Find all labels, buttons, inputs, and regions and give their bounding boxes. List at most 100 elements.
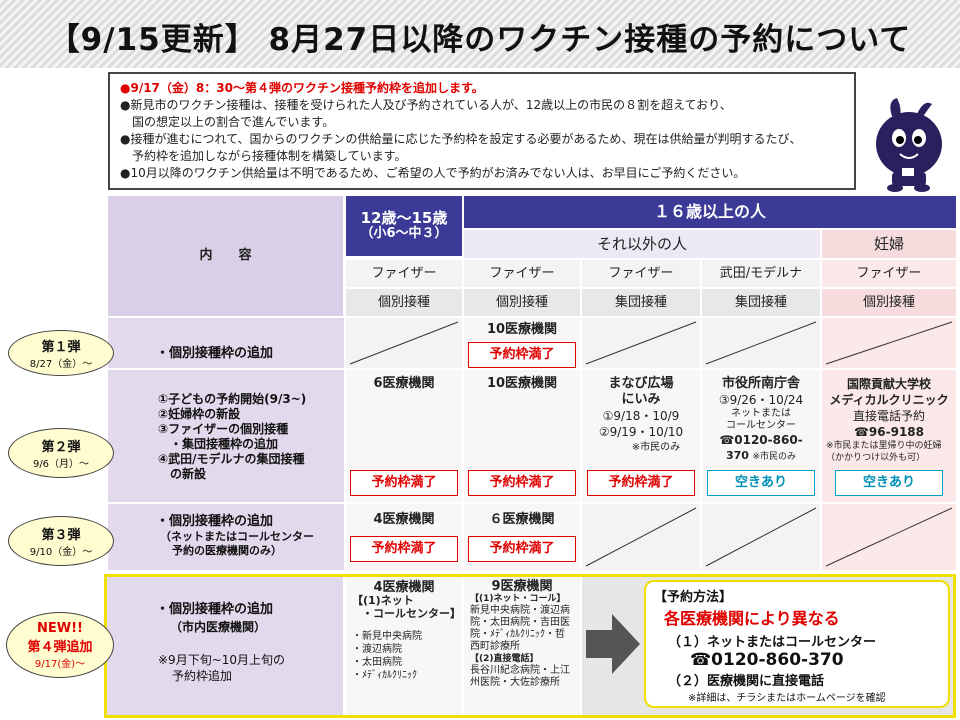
method-option-1: （１）ネットまたはコールセンター [668, 635, 877, 650]
round2-date: 9/6（月）～ [32, 459, 90, 470]
row4-content: ・個別接種枠の追加 [156, 602, 274, 617]
round4-label: 第４弾追加 [27, 639, 93, 655]
row4-c2-method: 【(2)直接電話】 [470, 654, 539, 664]
row2-c3-date: ②9/19・10/10 [598, 425, 684, 439]
row3-c5-na [822, 504, 956, 570]
row1-c1-na [346, 318, 462, 368]
age12-sub-label: （小6～中３） [360, 226, 448, 241]
row2-c2-full-badge: 予約枠満了 [468, 470, 576, 496]
method-title: 【予約方法】 [654, 590, 733, 605]
notice-box: ●9/17（金）8：30～第４弾のワクチン接種予約枠を追加します。 ●新見市のワ… [108, 72, 856, 190]
row2-c5-note: ※市民または里帰り中の妊婦（かかりつけ以外も可） [826, 441, 942, 463]
row2-c5: 国際貢献大学校 メディカルクリニック 直接電話予約 ☎96-9188 ※市民また… [822, 370, 956, 502]
notice-line: 国の想定以上の割合で進んでいます。 [132, 115, 335, 129]
row2-c5-venue: メディカルクリニック [829, 393, 949, 407]
row1-c4-na [702, 318, 820, 368]
row4-c1-method: 【(1)ネット [352, 594, 414, 607]
row2-c3-full-badge: 予約枠満了 [587, 470, 695, 496]
header-pregnant: 妊婦 [822, 230, 956, 258]
type-col5: 個別接種 [822, 289, 956, 316]
row3-c1-count: 4医療機関 [373, 512, 435, 527]
row3-content: ・個別接種枠の追加 [156, 514, 274, 529]
method-highlight: 各医療機関により異なる [664, 609, 840, 628]
row2-c4-how: コールセンター [725, 420, 796, 431]
method-note: ※詳細は、チラシまたはホームページを確認 [688, 693, 886, 704]
round3-date: 9/10（金）～ [29, 547, 93, 558]
header-others: それ以外の人 [464, 230, 820, 258]
row4-c2: 9医療機関 【(1)ネット・コール】 新見中央病院・渡辺病院・太田病院・吉田医院… [464, 577, 580, 715]
method-option-2: （２）医療機関に直接電話 [668, 674, 825, 689]
round3-badge: 第３弾 9/10（金）～ [8, 516, 114, 566]
row2-c1: 6医療機関 予約枠満了 [346, 370, 462, 502]
row2-c5-how: 直接電話予約 [852, 409, 925, 423]
row3-c2-full-badge: 予約枠満了 [468, 536, 576, 562]
type-col2: 個別接種 [464, 289, 580, 316]
row3-sub: （ネットまたはコールセンター [160, 530, 314, 543]
row1-c2-full-badge: 予約枠満了 [468, 342, 576, 368]
row2-c4-how: ネットまたは [730, 408, 791, 419]
row2-c5-avail-badge: 空きあり [835, 470, 943, 496]
vaccine-col2: ファイザー [464, 260, 580, 287]
vaccine-col5: ファイザー [822, 260, 956, 287]
row2-c1-full-badge: 予約枠満了 [350, 470, 458, 496]
row2-c3-note: ※市民のみ [631, 442, 681, 453]
row2-c4-avail-badge: 空きあり [707, 470, 815, 496]
row3-c1: 4医療機関 予約枠満了 [346, 504, 462, 570]
row4-content-bg [107, 577, 343, 715]
row3-c2: ６医療機関 予約枠満了 [464, 504, 580, 570]
vaccine-col4: 武田/モデルナ [702, 260, 820, 287]
row3-c2-count: ６医療機関 [489, 512, 555, 527]
row4-c1: 4医療機関 【(1)ネット ・コールセンター】 ・新見中央病院 ・渡辺病院 ・太… [346, 577, 462, 715]
header-age-16: １６歳以上の人 [464, 196, 956, 228]
row2-c4-date: ③9/26・10/24 [718, 393, 804, 407]
round1-label: 第１弾 [41, 340, 81, 355]
row4-c2-clinics: 長谷川紀念病院・上江州医院・大佐診療所 [470, 665, 570, 688]
others-label: それ以外の人 [596, 235, 687, 253]
row2-c5-venue: 国際貢献大学校 [846, 377, 931, 391]
row1-content-bg [108, 318, 344, 368]
row1-c2: 10医療機関 予約枠満了 [464, 318, 580, 368]
row2-content: ①子どもの予約開始(9/3~) ②妊婦枠の新設 ③ファイザーの個別接種 ・集団接… [158, 392, 306, 482]
vaccine-col1: ファイザー [346, 260, 462, 287]
round4-badge: NEW!! 第４弾追加 9/17(金)～ [6, 612, 114, 678]
header-content: 内 容 [108, 196, 344, 316]
round2-label: 第２弾 [41, 440, 81, 455]
round2-badge: 第２弾 9/6（月）～ [8, 428, 114, 478]
row4-c1-clinic: ・新見中央病院 [352, 631, 422, 642]
row2-c4-tel: ☎0120-860- [719, 433, 803, 447]
round1-date: 8/27（金）～ [29, 359, 93, 370]
row2-c5-tel: ☎96-9188 [853, 425, 925, 439]
header-content-label: 内 容 [199, 248, 252, 263]
page-title: 【9/15更新】 8月27日以降のワクチン接種の予約について [48, 22, 912, 58]
age16-label: １６歳以上の人 [653, 202, 766, 221]
row2-item: ④武田/モデルナの集団接種 [158, 452, 305, 466]
mascot-illustration [876, 98, 942, 192]
row4-c1-clinic: ・ﾒﾃﾞｨｶﾙｸﾘﾆｯｸ [352, 670, 417, 681]
type-col1: 個別接種 [346, 289, 462, 316]
row4-c1-clinic: ・渡辺病院 [352, 644, 402, 655]
row2-c4-venue: 市役所南庁舎 [721, 376, 800, 391]
row2-c2: 10医療機関 予約枠満了 [464, 370, 580, 502]
row4-c1-clinic: ・太田病院 [352, 657, 402, 668]
row4-c1-method: ・コールセンター】 [362, 607, 461, 620]
age12-label: 12歳～15歳 [360, 209, 448, 227]
row2-item: ②妊婦枠の新設 [158, 407, 241, 421]
row2-c4-note: ※市民のみ [752, 452, 796, 462]
row2-item: ③ファイザーの個別接種 [158, 422, 289, 436]
notice-line: ●接種が進むにつれて、国からのワクチンの供給量に応じた予約枠を設定する必要がある… [120, 132, 802, 146]
row3-c4-na [702, 504, 820, 570]
title-banner [0, 0, 960, 68]
round1-badge: 第１弾 8/27（金）～ [8, 330, 114, 376]
header-age-12-15: 12歳～15歳 （小6～中３） [346, 196, 462, 256]
row3-c1-full-badge: 予約枠満了 [350, 536, 458, 562]
row4-note-line: 予約枠追加 [172, 669, 233, 683]
method-tel: ☎0120-860-370 [690, 650, 844, 670]
row2-content-bg [108, 370, 344, 502]
row2-c3: まなび広場 にいみ ①9/18・10/9 ②9/19・10/10 ※市民のみ 予… [582, 370, 700, 502]
row3-sub: 予約の医療機関のみ） [172, 544, 282, 557]
row4-note: ※9月下旬~10月上旬の 予約枠追加 [158, 652, 285, 684]
row3-c3-na [582, 504, 700, 570]
row2-item: ①子どもの予約開始(9/3~) [158, 392, 307, 406]
row2-c3-date: ①9/18・10/9 [602, 409, 680, 423]
row2-c3-venue: にいみ [621, 392, 661, 407]
